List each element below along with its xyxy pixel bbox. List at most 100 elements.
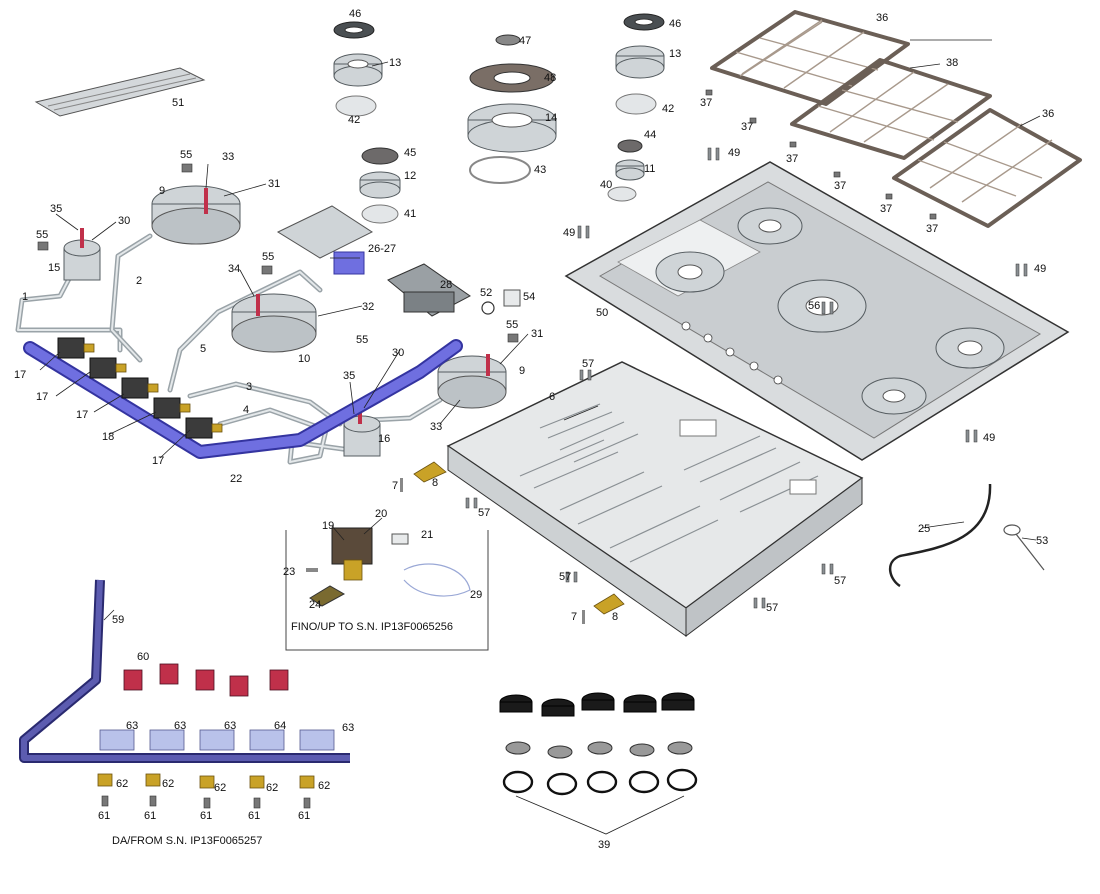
spark-generator-bracket xyxy=(276,205,374,275)
bolt-pairs xyxy=(465,147,1028,609)
label-17c: 17 xyxy=(76,409,88,421)
hex-screws xyxy=(37,89,937,343)
part-number-labels: 46 13 42 47 48 14 43 45 12 41 46 13 42 4… xyxy=(14,8,1054,851)
caption-up-to-serial: FINO/UP TO S.N. IP13F0065256 xyxy=(291,621,453,633)
label-7b: 7 xyxy=(571,611,577,623)
fitting-parts-52-54 xyxy=(481,289,521,315)
burner-cup-rear-left xyxy=(151,185,241,245)
label-37f: 37 xyxy=(926,223,938,235)
label-1: 1 xyxy=(22,291,28,303)
label-8b: 8 xyxy=(612,611,618,623)
label-62b: 62 xyxy=(162,778,174,790)
label-57c: 57 xyxy=(559,571,571,583)
label-3: 3 xyxy=(246,381,252,393)
label-21: 21 xyxy=(421,529,433,541)
label-14: 14 xyxy=(545,112,557,124)
caption-from-serial: DA/FROM S.N. IP13F0065257 xyxy=(112,835,262,847)
label-17b: 17 xyxy=(36,391,48,403)
label-36b: 36 xyxy=(1042,108,1054,120)
label-51: 51 xyxy=(172,97,184,109)
label-13b: 13 xyxy=(669,48,681,60)
label-61b: 61 xyxy=(144,810,156,822)
label-36: 36 xyxy=(876,12,888,24)
label-18: 18 xyxy=(102,431,114,443)
label-59: 59 xyxy=(112,614,124,626)
gas-manifold xyxy=(23,339,463,459)
label-35a: 35 xyxy=(50,203,62,215)
legacy-parts-inset xyxy=(285,527,489,651)
pan-support-grate-center xyxy=(790,58,992,160)
label-61d: 61 xyxy=(248,810,260,822)
control-knob-set xyxy=(499,692,698,835)
label-24: 24 xyxy=(309,599,321,611)
label-37b: 37 xyxy=(741,121,753,133)
label-10: 10 xyxy=(298,353,310,365)
label-9b: 9 xyxy=(519,365,525,377)
gas-valve-row xyxy=(57,337,223,439)
ignition-module xyxy=(387,263,471,317)
label-49c: 49 xyxy=(1034,263,1046,275)
leader-lines xyxy=(39,39,1041,621)
label-33b: 33 xyxy=(430,421,442,433)
label-63a: 63 xyxy=(126,720,138,732)
label-62c: 62 xyxy=(214,782,226,794)
label-60: 60 xyxy=(137,651,149,663)
label-17d: 17 xyxy=(152,455,164,467)
label-55b: 55 xyxy=(36,229,48,241)
label-31b: 31 xyxy=(531,328,543,340)
label-48: 48 xyxy=(544,72,556,84)
burner-stack-left xyxy=(333,21,383,117)
gas-pipes xyxy=(15,233,443,465)
label-6: 6 xyxy=(549,391,555,403)
label-19: 19 xyxy=(322,520,334,532)
label-22: 22 xyxy=(230,473,242,485)
label-16: 16 xyxy=(378,433,390,445)
label-28: 28 xyxy=(440,279,452,291)
label-15: 15 xyxy=(48,262,60,274)
label-52: 52 xyxy=(480,287,492,299)
label-64: 64 xyxy=(274,720,286,732)
label-30a: 30 xyxy=(118,215,130,227)
pan-support-grate-right xyxy=(892,108,1082,228)
label-35b: 35 xyxy=(343,370,355,382)
label-55c: 55 xyxy=(262,251,274,263)
label-9a: 9 xyxy=(159,185,165,197)
label-55d: 55 xyxy=(356,334,368,346)
label-61c: 61 xyxy=(200,810,212,822)
pan-support-grate-left xyxy=(710,10,910,106)
label-62d: 62 xyxy=(266,782,278,794)
label-50: 50 xyxy=(596,307,608,319)
label-39: 39 xyxy=(598,839,610,851)
label-55a: 55 xyxy=(180,149,192,161)
label-41: 41 xyxy=(404,208,416,220)
label-26-27: 26-27 xyxy=(368,243,396,255)
label-62a: 62 xyxy=(116,778,128,790)
clip-brackets xyxy=(400,461,625,624)
label-33a: 33 xyxy=(222,151,234,163)
label-63b: 63 xyxy=(174,720,186,732)
label-49b: 49 xyxy=(563,227,575,239)
label-37d: 37 xyxy=(834,180,846,192)
label-57d: 57 xyxy=(834,575,846,587)
label-56: 56 xyxy=(808,300,820,312)
label-4: 4 xyxy=(243,404,249,416)
cooktop-top-panel xyxy=(564,161,1070,461)
label-37c: 37 xyxy=(786,153,798,165)
burner-stack-auxiliary xyxy=(607,139,645,202)
label-44: 44 xyxy=(644,129,656,141)
label-55e: 55 xyxy=(506,319,518,331)
label-46b: 46 xyxy=(669,18,681,30)
label-13: 13 xyxy=(389,57,401,69)
label-32: 32 xyxy=(362,301,374,313)
burner-stack-center-left xyxy=(359,147,401,224)
label-49d: 49 xyxy=(983,432,995,444)
label-17a: 17 xyxy=(14,369,26,381)
label-37a: 37 xyxy=(700,97,712,109)
burner-stack-right xyxy=(615,13,665,115)
burner-cup-center xyxy=(231,293,317,353)
label-57e: 57 xyxy=(766,602,778,614)
burner-cup-small-left xyxy=(63,228,101,281)
label-37e: 37 xyxy=(880,203,892,215)
ignition-cable xyxy=(889,483,992,588)
